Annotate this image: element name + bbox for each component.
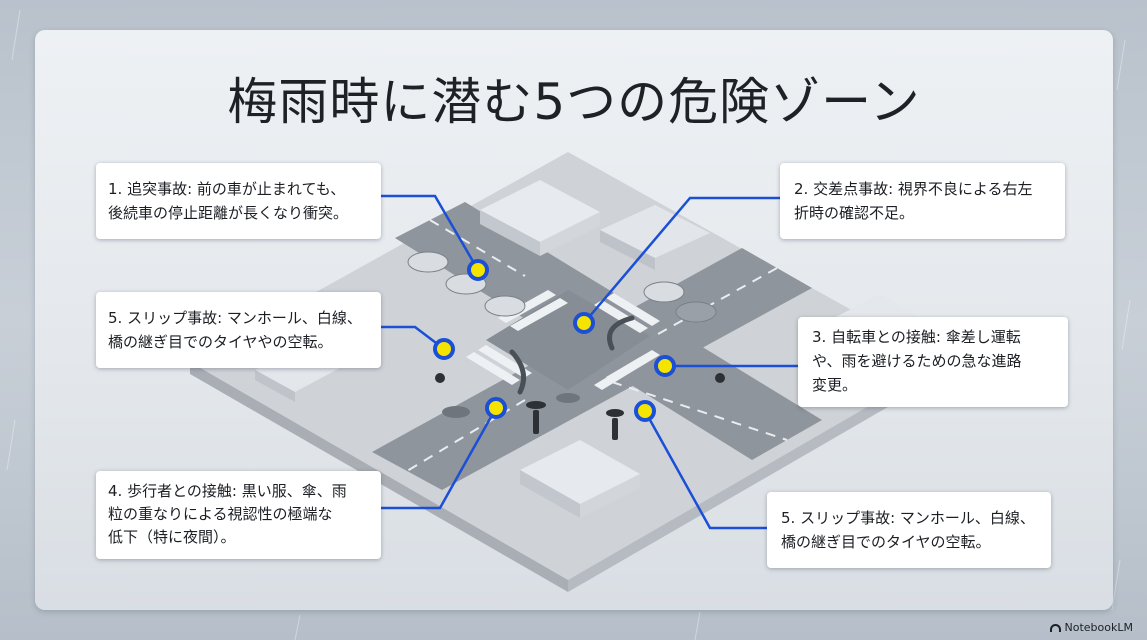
marker-intersection (573, 312, 595, 334)
callout-intersection: 2. 交差点事故: 視界不良による右左 折時の確認不足。 (780, 163, 1065, 239)
marker-slip-right (634, 400, 656, 422)
callout-line: 4. 歩行者との接触: 黒い服、傘、雨 (108, 482, 347, 500)
page-title: 梅雨時に潜む5つの危険ゾーン (227, 73, 921, 131)
callout-line: 橋の継ぎ目でのタイヤやの空転。 (108, 333, 333, 351)
callout-line: 変更。 (812, 376, 858, 394)
callout-line: 2. 交差点事故: 視界不良による右左 (794, 180, 1033, 198)
callout-line: 後続車の停止距離が長くなり衝突。 (108, 204, 349, 222)
notebooklm-logo-icon (1049, 623, 1061, 632)
callout-line: や、雨を避けるための急な進路 (812, 352, 1022, 370)
callout-line: 折時の確認不足。 (794, 204, 915, 222)
callout-line: 橋の継ぎ目でのタイヤの空転。 (781, 533, 991, 551)
notebooklm-watermark: NotebookLM (1049, 621, 1133, 634)
callout-line: 5. スリップ事故: マンホール、白線、 (108, 309, 362, 327)
brand-label: NotebookLM (1064, 621, 1133, 634)
callout-slip-right: 5. スリップ事故: マンホール、白線、 橋の継ぎ目でのタイヤの空転。 (767, 492, 1051, 568)
marker-rear-end (467, 259, 489, 281)
callout-pedestrian: 4. 歩行者との接触: 黒い服、傘、雨 粒の重なりによる視認性の極端な 低下（特… (96, 471, 381, 559)
callout-bicycle: 3. 自転車との接触: 傘差し運転 や、雨を避けるための急な進路 変更。 (798, 317, 1068, 407)
callout-line: 1. 追突事故: 前の車が止まれても、 (108, 180, 346, 198)
callout-rear-end: 1. 追突事故: 前の車が止まれても、 後続車の停止距離が長くなり衝突。 (96, 163, 381, 239)
callout-line: 3. 自転車との接触: 傘差し運転 (812, 328, 1021, 346)
intersection-center (486, 290, 650, 390)
infographic-panel: 梅雨時に潜む5つの危険ゾーン (35, 30, 1113, 610)
callout-line: 低下（特に夜間）。 (108, 528, 236, 546)
callout-slip-left: 5. スリップ事故: マンホール、白線、 橋の継ぎ目でのタイヤやの空転。 (96, 292, 381, 368)
marker-pedestrian (485, 397, 507, 419)
callout-line: 粒の重なりによる視認性の極端な (108, 505, 333, 523)
marker-slip-left (433, 338, 455, 360)
marker-bicycle (654, 355, 676, 377)
callout-line: 5. スリップ事故: マンホール、白線、 (781, 509, 1035, 527)
